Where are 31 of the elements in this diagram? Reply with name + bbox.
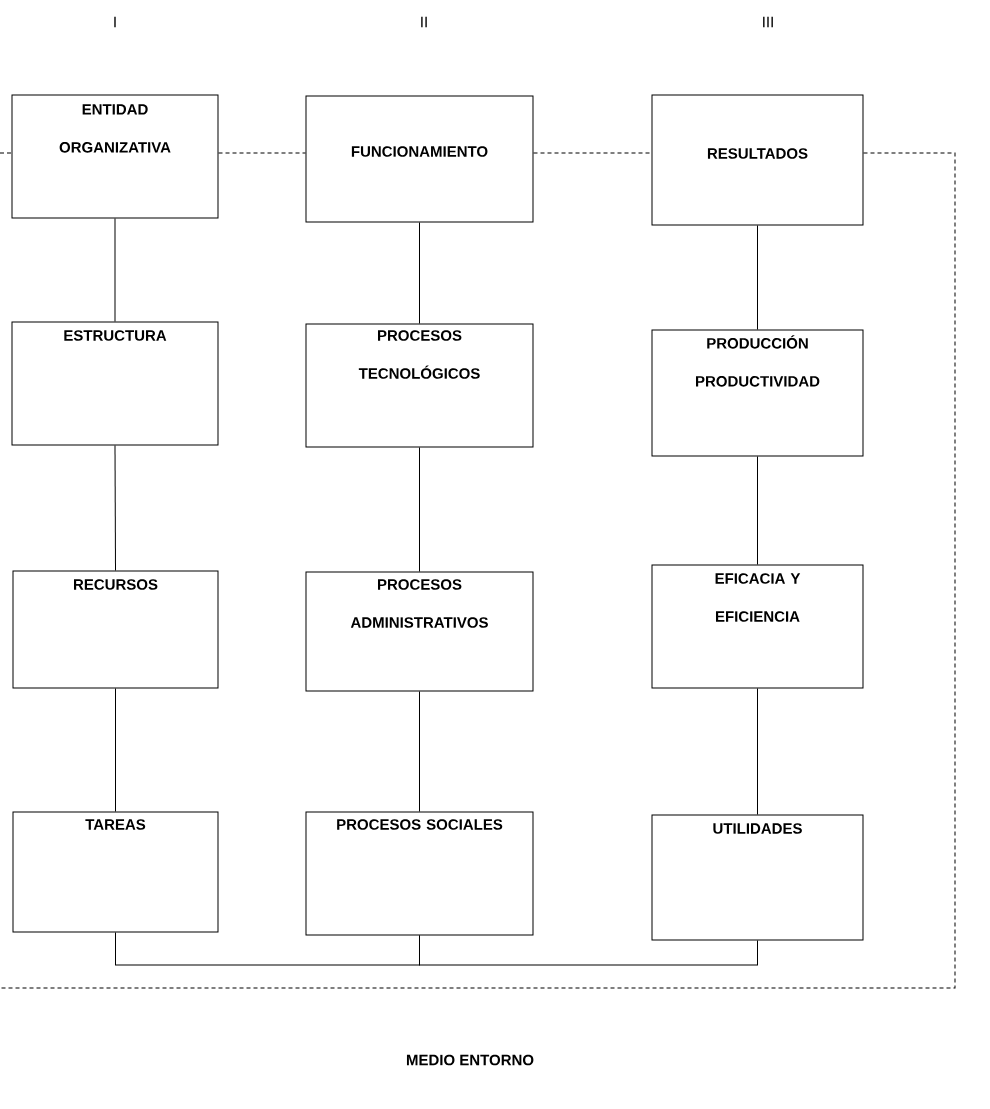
connector-line [115, 688, 116, 812]
connector-line [0, 152, 956, 989]
connector-line [114, 445, 116, 571]
connector-line [114, 218, 116, 322]
text-box: PROCESOS SOCIALES [305, 811, 534, 936]
text-box: TAREAS [12, 811, 219, 933]
connector-line [419, 222, 420, 324]
connector-line [757, 688, 758, 815]
text-box: FUNCIONAMIENTO [305, 95, 534, 223]
connector-line [419, 935, 758, 966]
column-numeral: III [763, 16, 773, 28]
connector-line [419, 447, 420, 572]
text-box: UTILIDADES [651, 814, 864, 941]
text-box: PROCESOS TECNOLÓGICOS [305, 323, 534, 448]
connector-line [115, 932, 420, 966]
text-box: PRODUCCIÓN PRODUCTIVIDAD [651, 329, 864, 457]
connector-line [533, 152, 652, 154]
connector-line [419, 691, 420, 812]
text-box: RESULTADOS [651, 94, 864, 226]
caption-label: MEDIO ENTORNO [406, 1054, 534, 1066]
column-numeral: II [421, 16, 427, 28]
connector-line [218, 152, 306, 154]
text-box: EFICACIA Y EFICIENCIA [651, 564, 864, 689]
column-numeral: I [114, 16, 116, 28]
text-box: PROCESOS ADMINISTRATIVOS [305, 571, 534, 692]
text-box: RECURSOS [12, 570, 219, 689]
text-box: ENTIDAD ORGANIZATIVA [11, 94, 219, 219]
connector-line [757, 456, 758, 565]
connector-line [757, 225, 758, 330]
text-box: ESTRUCTURA [11, 321, 219, 446]
connector-line [0, 152, 12, 154]
